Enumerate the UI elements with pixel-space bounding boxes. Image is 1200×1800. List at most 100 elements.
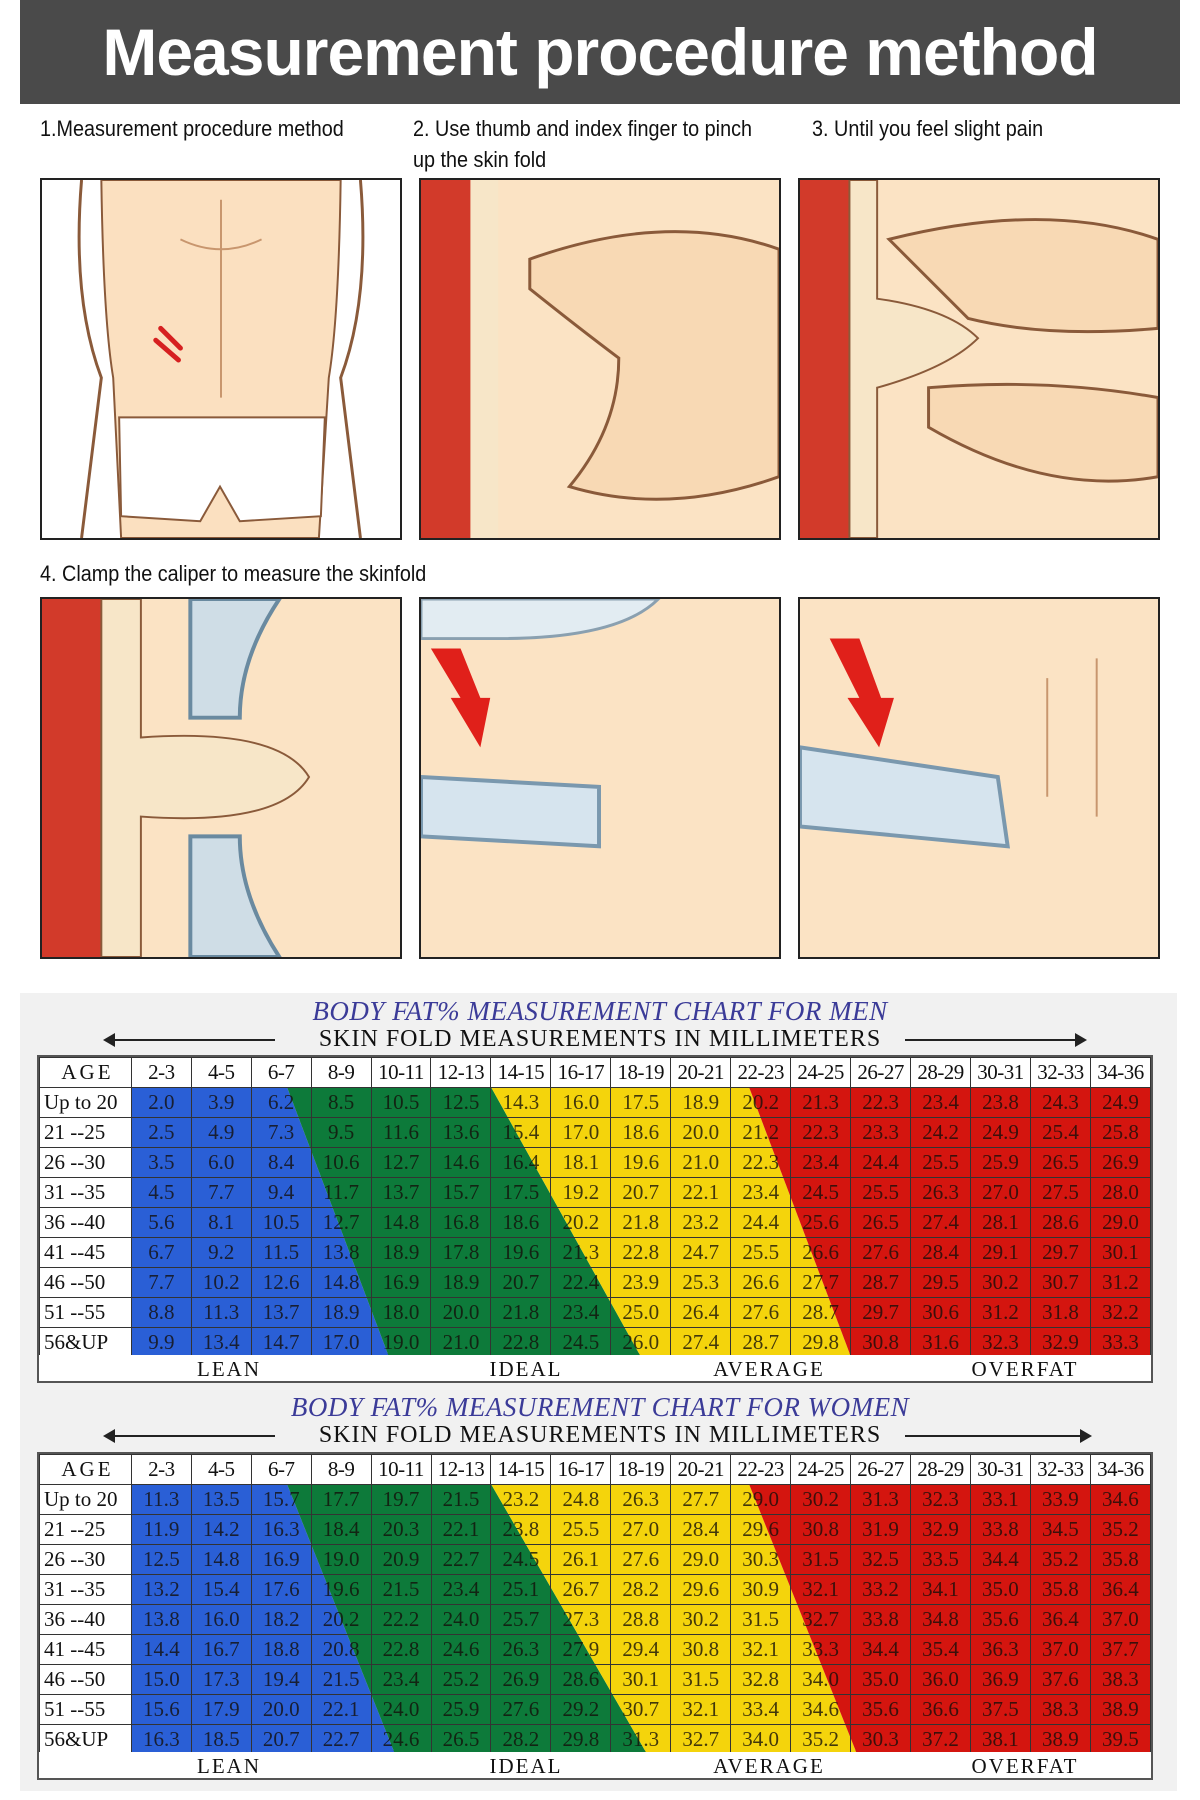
value-cell: 29.7: [1030, 1237, 1091, 1268]
value-cell: 25.4: [1030, 1117, 1091, 1148]
value-cell: 30.2: [670, 1604, 732, 1635]
value-cell: 33.4: [730, 1694, 792, 1725]
value-cell: 20.7: [490, 1267, 552, 1298]
value-cell: 17.0: [550, 1117, 612, 1148]
value-cell: 14.7: [250, 1327, 312, 1358]
column-header: 10-11: [370, 1454, 432, 1485]
value-cell: 18.2: [250, 1604, 312, 1635]
value-cell: 30.9: [730, 1574, 792, 1605]
value-cell: 33.5: [910, 1544, 971, 1575]
value-cell: 16.4: [490, 1147, 552, 1178]
column-header: 2-3: [130, 1454, 192, 1485]
value-cell: 26.3: [610, 1484, 672, 1515]
value-cell: 35.6: [969, 1604, 1031, 1635]
value-cell: 35.0: [850, 1664, 911, 1695]
value-cell: 34.0: [730, 1724, 792, 1755]
value-cell: 34.4: [850, 1634, 911, 1665]
value-cell: 26.9: [490, 1664, 552, 1695]
column-header: 34-36: [1089, 1057, 1152, 1088]
value-cell: 25.1: [490, 1574, 552, 1605]
men-chart-title: BODY FAT% MEASUREMENT CHART FOR MEN: [312, 996, 888, 1026]
value-cell: 21.0: [670, 1147, 732, 1178]
value-cell: 32.5: [850, 1544, 911, 1575]
value-cell: 28.0: [1089, 1177, 1152, 1208]
value-cell: 35.6: [850, 1694, 911, 1725]
value-cell: 23.8: [970, 1087, 1031, 1118]
legend-average: AVERAGE: [713, 1357, 825, 1381]
value-cell: 15.6: [130, 1694, 192, 1725]
value-cell: 25.0: [610, 1297, 672, 1328]
column-header: 34-36: [1089, 1454, 1152, 1485]
value-cell: 15.4: [490, 1117, 552, 1148]
value-cell: 33.3: [1089, 1327, 1152, 1358]
left-arrow-icon: [103, 1429, 275, 1443]
value-cell: 25.3: [670, 1267, 732, 1298]
value-cell: 28.7: [730, 1327, 792, 1358]
value-cell: 10.5: [370, 1087, 432, 1118]
value-cell: 33.8: [850, 1604, 911, 1635]
value-cell: 31.5: [670, 1664, 732, 1695]
value-cell: 22.1: [430, 1514, 492, 1545]
value-cell: 34.6: [1089, 1484, 1152, 1515]
value-cell: 11.7: [310, 1177, 372, 1208]
value-cell: 16.0: [550, 1087, 612, 1118]
column-header: 26-27: [850, 1057, 912, 1088]
value-cell: 26.3: [490, 1634, 552, 1665]
value-cell: 23.4: [370, 1664, 432, 1695]
value-cell: 14.4: [130, 1634, 192, 1665]
value-cell: 28.2: [490, 1724, 552, 1755]
value-cell: 33.3: [790, 1634, 852, 1665]
value-cell: 16.7: [190, 1634, 252, 1665]
value-cell: 18.9: [310, 1297, 372, 1328]
value-cell: 35.8: [1089, 1544, 1152, 1575]
value-cell: 33.8: [969, 1514, 1031, 1545]
value-cell: 23.4: [730, 1177, 792, 1208]
right-arrow-icon: [905, 1033, 1087, 1047]
value-cell: 30.7: [610, 1694, 672, 1725]
value-cell: 32.7: [790, 1604, 852, 1635]
legend-ideal: IDEAL: [489, 1357, 563, 1381]
value-cell: 17.3: [190, 1664, 252, 1695]
value-cell: 23.4: [910, 1087, 972, 1118]
age-header: AGE: [39, 1454, 132, 1485]
value-cell: 37.2: [910, 1724, 971, 1755]
value-cell: 22.3: [850, 1087, 912, 1118]
value-cell: 29.8: [550, 1724, 612, 1755]
value-cell: 7.7: [190, 1177, 252, 1208]
value-cell: 26.4: [670, 1297, 732, 1328]
value-cell: 20.3: [370, 1514, 432, 1545]
value-cell: 24.4: [850, 1147, 912, 1178]
value-cell: 19.6: [490, 1237, 552, 1268]
value-cell: 17.9: [190, 1694, 252, 1725]
step-4-label: 4. Clamp the caliper to measure the skin…: [40, 561, 427, 586]
age-cell: 26 --30: [39, 1544, 132, 1575]
value-cell: 29.0: [730, 1484, 792, 1515]
value-cell: 12.5: [130, 1544, 192, 1575]
value-cell: 16.3: [130, 1724, 192, 1755]
value-cell: 27.6: [850, 1237, 912, 1268]
column-header: 10-11: [370, 1057, 432, 1088]
value-cell: 25.5: [730, 1237, 792, 1268]
value-cell: 16.9: [370, 1267, 432, 1298]
value-cell: 34.8: [910, 1604, 971, 1635]
value-cell: 27.6: [730, 1297, 792, 1328]
value-cell: 31.9: [850, 1514, 911, 1545]
value-cell: 18.5: [190, 1724, 252, 1755]
value-cell: 27.5: [1030, 1177, 1091, 1208]
value-cell: 4.9: [190, 1117, 252, 1148]
column-header: 24-25: [790, 1454, 852, 1485]
value-cell: 30.2: [970, 1267, 1031, 1298]
age-cell: 41 --45: [39, 1634, 132, 1665]
value-cell: 19.6: [610, 1147, 672, 1178]
value-cell: 18.0: [370, 1297, 432, 1328]
value-cell: 31.5: [730, 1604, 792, 1635]
value-cell: 16.0: [190, 1604, 252, 1635]
value-cell: 23.4: [430, 1574, 492, 1605]
value-cell: 30.8: [670, 1634, 732, 1665]
value-cell: 13.7: [370, 1177, 432, 1208]
